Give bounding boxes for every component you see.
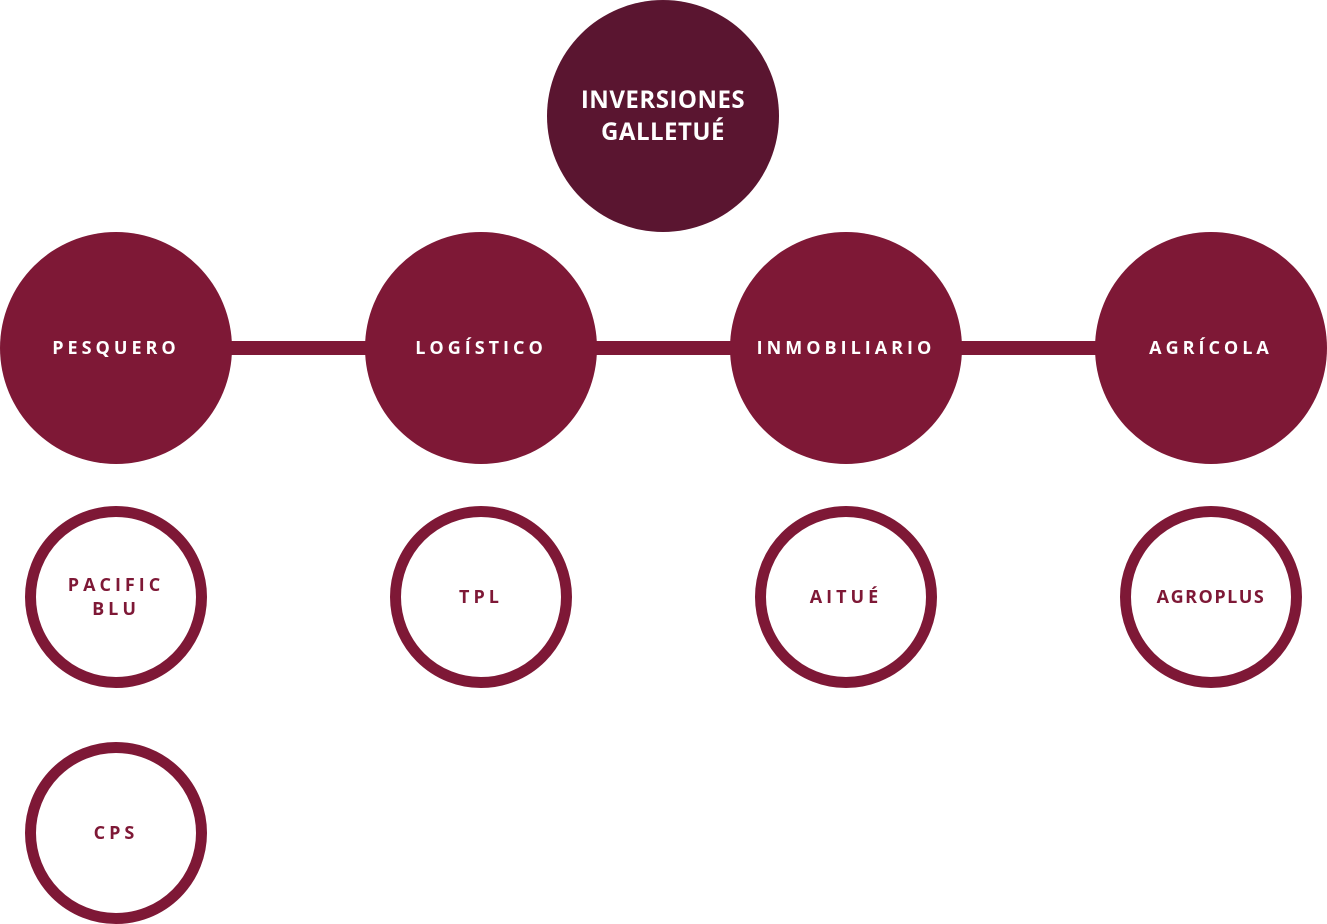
company-node-aitue: AITUÉ bbox=[755, 506, 937, 688]
connector-pesquero-logistico bbox=[230, 341, 367, 355]
company-label: AITUÉ bbox=[809, 585, 883, 609]
sector-node-agricola: AGRÍCOLA bbox=[1095, 232, 1327, 464]
sector-label: LOGÍSTICO bbox=[415, 336, 547, 360]
root-node: INVERSIONES GALLETUÉ bbox=[547, 0, 779, 232]
sector-node-logistico: LOGÍSTICO bbox=[365, 232, 597, 464]
sector-label: PESQUERO bbox=[52, 336, 180, 360]
company-node-tpl: TPL bbox=[390, 506, 572, 688]
company-label: TPL bbox=[459, 585, 503, 609]
connector-inmobiliario-agricola bbox=[960, 341, 1097, 355]
sector-node-inmobiliario: INMOBILIARIO bbox=[730, 232, 962, 464]
company-label: PACIFIC BLU bbox=[67, 573, 165, 621]
company-node-cps: CPS bbox=[25, 742, 207, 924]
root-label: INVERSIONES GALLETUÉ bbox=[580, 83, 746, 148]
sector-node-pesquero: PESQUERO bbox=[0, 232, 232, 464]
connector-logistico-inmobiliario bbox=[595, 341, 732, 355]
sector-label: AGRÍCOLA bbox=[1149, 336, 1273, 360]
company-label: CPS bbox=[93, 821, 139, 845]
company-node-pacific-blu: PACIFIC BLU bbox=[25, 506, 207, 688]
company-node-agroplus: AGROPLUS bbox=[1120, 506, 1302, 688]
sector-label: INMOBILIARIO bbox=[756, 336, 936, 360]
company-label: AGROPLUS bbox=[1156, 585, 1266, 609]
